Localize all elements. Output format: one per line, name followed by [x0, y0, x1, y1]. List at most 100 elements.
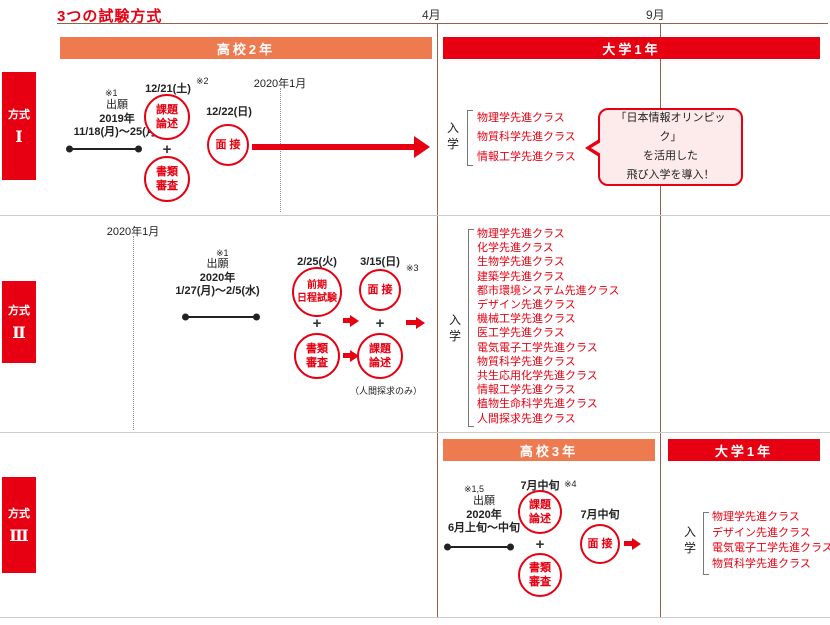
- apply-label: 出願: [106, 99, 128, 111]
- callout-tail-fill: [591, 142, 601, 154]
- method2-january-label: 2020年1月: [106, 226, 160, 238]
- class-item: 物理学先進クラス: [477, 228, 565, 240]
- class-item: 電気電子工学先進クラス: [477, 341, 598, 354]
- method1-application-timeline: [68, 148, 140, 150]
- class-item: 生物学先進クラス: [477, 256, 565, 269]
- page-title: 3つの試験方式: [57, 8, 163, 25]
- apply-year: 2020年: [466, 508, 502, 521]
- method2-essay-note: （人間探求のみ）: [350, 386, 423, 396]
- class-item: 共生応用化学先進クラス: [477, 370, 598, 383]
- method2-step3-date: 3/15(日): [360, 256, 400, 268]
- method3-class-list: 物理学先進クラス デザイン先進クラス 電気電子工学先進クラス 物質科学先進クラス: [712, 510, 830, 572]
- university1-top-bar: 大学1年: [443, 37, 820, 59]
- method3-application-block: 出願 2020年 6月上旬〜中旬: [430, 495, 538, 536]
- method2-plus-left: +: [312, 315, 322, 332]
- month-april-label: 4月: [422, 8, 441, 22]
- method1-enroll-arrow: [252, 144, 414, 150]
- method1-step3-date: 12/22(日): [206, 106, 252, 118]
- method3-step3-date: 7月中旬: [580, 509, 620, 521]
- method1-apply-note: ※1: [105, 88, 118, 98]
- method1-numeral: Ⅰ: [15, 128, 23, 146]
- apply-year: 2020年: [199, 271, 236, 284]
- class-item: 人間探求先進クラス: [477, 412, 576, 425]
- class-item: 医工学先進クラス: [477, 327, 565, 340]
- method3-numeral: Ⅲ: [9, 527, 29, 545]
- method2-enroll-arrow: [406, 320, 416, 325]
- method1-essay-circle: 課題 論述: [144, 94, 190, 140]
- class-item: 化学先進クラス: [477, 242, 554, 255]
- method1-application-block: 出願 2019年 11/18(月)〜25(月): [56, 99, 178, 140]
- method1-label-text: 方式: [8, 108, 30, 121]
- class-item: 都市環境システム先進クラス: [477, 284, 620, 297]
- method2-apply-note: ※1: [216, 248, 229, 258]
- class-item: デザイン先進クラス: [712, 526, 811, 539]
- row-divider-2: [0, 432, 830, 433]
- method3-documents-circle: 書類 審査: [518, 553, 562, 597]
- class-item: 物質科学先進クラス: [712, 557, 811, 570]
- method3-interview-circle: 面 接: [580, 524, 620, 564]
- class-item: 物理学先進クラス: [712, 511, 800, 523]
- method1-plus: +: [162, 141, 172, 158]
- method3-enroll-arrow: [624, 541, 632, 546]
- method2-label-box: 方式 Ⅱ: [2, 281, 36, 363]
- method2-label-text: 方式: [8, 304, 30, 317]
- method2-class-list: 物理学先進クラス 化学先進クラス 生物学先進クラス 建築学先進クラス 都市環境シ…: [477, 227, 619, 426]
- method2-plus-right: +: [375, 315, 385, 332]
- method1-class-list: 物理学先進クラス 物質科学先進クラス 情報工学先進クラス: [477, 109, 576, 167]
- row-divider-1: [0, 215, 830, 216]
- method2-class-bracket: [468, 229, 474, 427]
- method2-enroll-label: 入 学: [449, 313, 462, 344]
- class-item: 電気電子工学先進クラス: [712, 542, 830, 554]
- method2-interview-circle: 面 接: [359, 269, 401, 311]
- method3-step1-date: 7月中旬: [520, 480, 560, 492]
- class-item: 建築学先進クラス: [477, 270, 565, 283]
- method3-class-bracket: [703, 512, 709, 575]
- apply-dates: 1/27(月)〜2/5(水): [175, 285, 260, 297]
- method3-label-box: 方式 Ⅲ: [2, 477, 36, 573]
- method1-enroll-label: 入 学: [447, 121, 460, 152]
- method1-step1-date: 12/21(土): [145, 83, 191, 95]
- month-september-label: 9月: [646, 8, 665, 22]
- class-item: 植物生命科学先進クラス: [477, 398, 598, 411]
- olympiad-callout: 「日本情報オリンピック」 を活用した 飛び入学を導入！: [598, 108, 743, 186]
- method3-plus: +: [535, 536, 545, 553]
- method3-essay-circle: 課題 論述: [518, 490, 562, 534]
- top-line: [57, 23, 828, 24]
- university1-bottom-bar: 大学1年: [668, 439, 820, 461]
- apply-label: 出願: [206, 258, 229, 270]
- method3-label-text: 方式: [8, 507, 30, 520]
- september-vertical-line: [660, 23, 661, 618]
- method3-step1-note: ※4: [564, 479, 577, 489]
- highschool2-bar: 高校2年: [60, 37, 432, 59]
- class-item: 物質科学先進クラス: [477, 131, 576, 144]
- method2-stage-arrow-upper: [343, 318, 350, 323]
- method3-apply-note: ※1,5: [464, 484, 485, 494]
- class-item: 情報工学先進クラス: [477, 384, 576, 397]
- method1-documents-circle: 書類 審査: [144, 156, 190, 202]
- apply-label: 出願: [473, 495, 495, 507]
- method2-essay-circle: 課題 論述: [357, 333, 403, 379]
- method3-enroll-label: 入 学: [684, 525, 697, 556]
- method2-stage-arrow-lower: [343, 353, 350, 358]
- class-item: 物理学先進クラス: [477, 112, 565, 124]
- class-item: 物質科学先進クラス: [477, 355, 576, 368]
- method2-documents-circle: 書類 審査: [294, 333, 340, 379]
- method1-interview-circle: 面 接: [207, 124, 249, 166]
- method2-firstexam-circle: 前期 日程試験: [292, 267, 342, 317]
- method1-january-label: 2020年1月: [253, 78, 307, 90]
- apply-year: 2019年: [99, 112, 135, 125]
- method2-application-timeline: [184, 316, 258, 318]
- highschool3-bar: 高校3年: [443, 439, 655, 461]
- bottom-line: [0, 617, 830, 618]
- method2-january-dotline: [133, 236, 134, 430]
- method1-january-dotline: [280, 88, 281, 212]
- method3-application-timeline: [446, 546, 512, 548]
- class-item: 情報工学先進クラス: [477, 150, 576, 163]
- method1-label-box: 方式 Ⅰ: [2, 72, 36, 180]
- method2-step1-date: 2/25(火): [297, 256, 337, 268]
- class-item: デザイン先進クラス: [477, 299, 576, 312]
- method2-numeral: Ⅱ: [12, 324, 26, 342]
- method2-application-block: 出願 2020年 1/27(月)〜2/5(水): [160, 258, 275, 299]
- method1-class-bracket: [467, 110, 473, 166]
